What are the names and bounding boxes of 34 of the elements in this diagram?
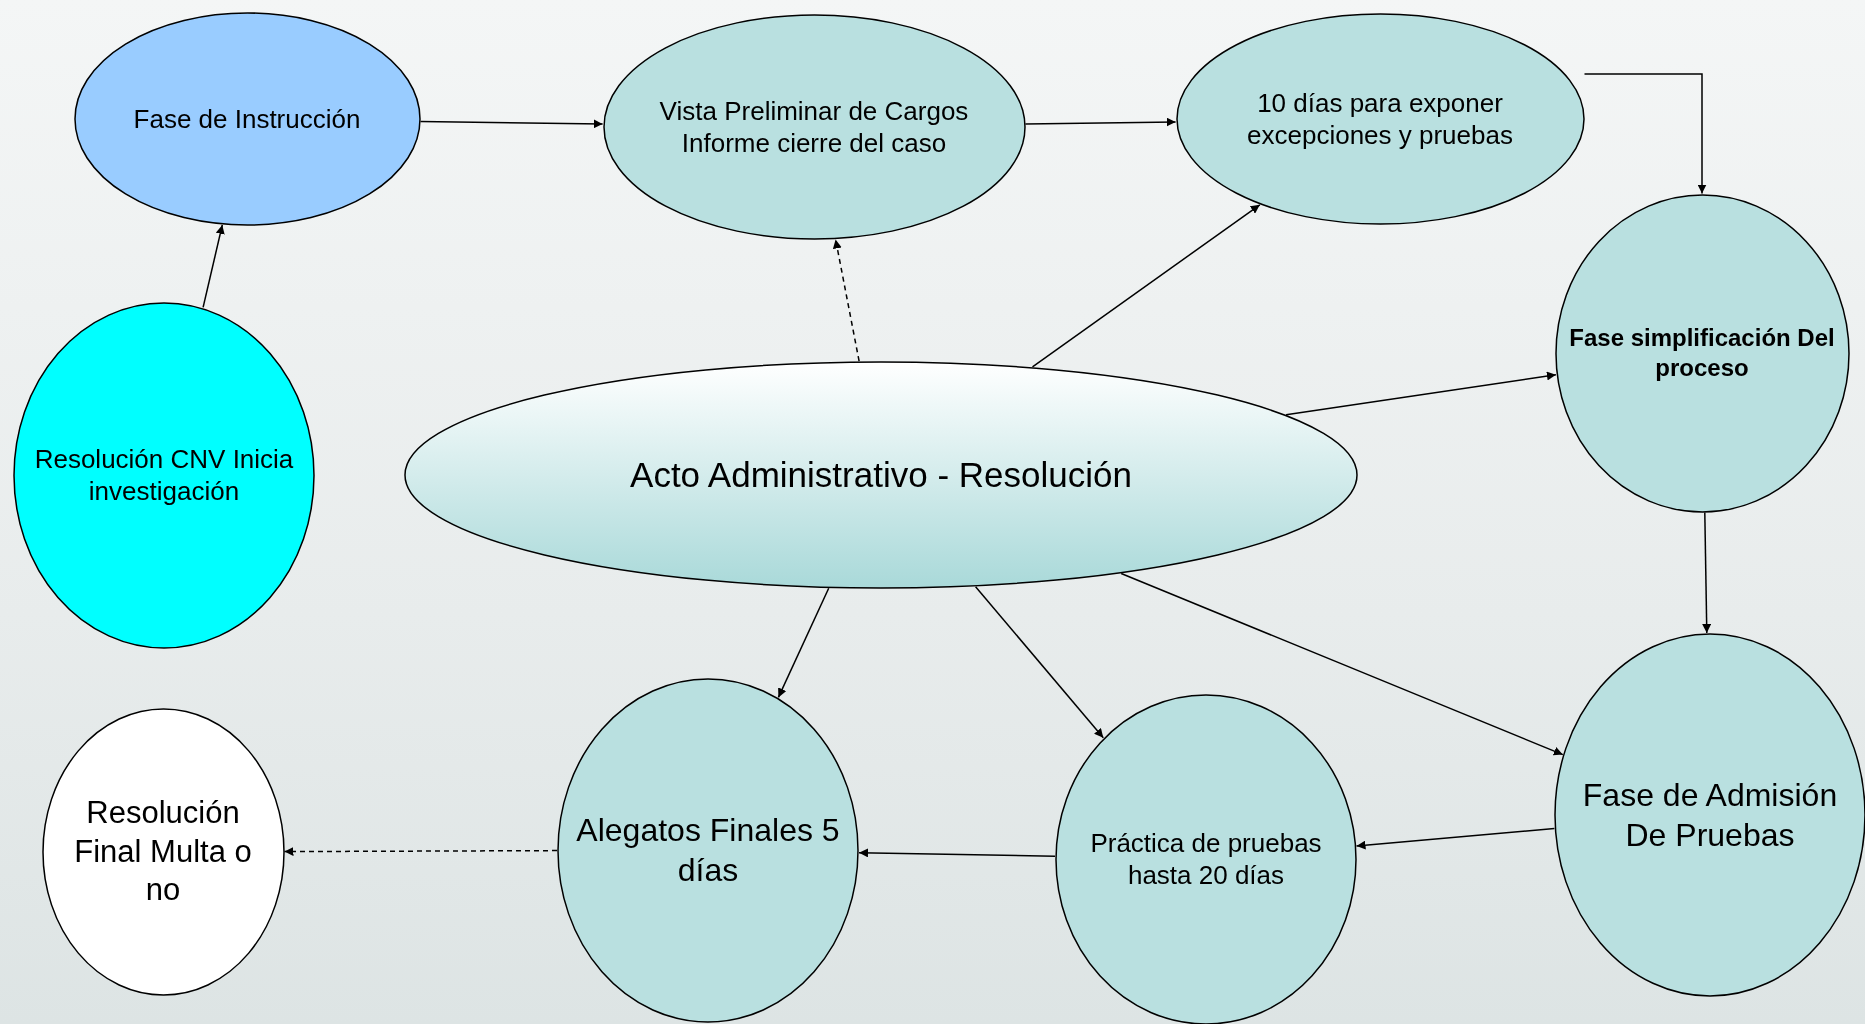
node-label: Fase de Instrucción (133, 102, 361, 136)
arrow (1583, 73, 1707, 195)
arrow (777, 587, 830, 699)
dashed-arrow (283, 847, 558, 857)
arrow (1355, 827, 1556, 850)
process-ellipse (404, 361, 1358, 589)
arrow (202, 224, 225, 309)
process-ellipse (602, 14, 1026, 240)
arrow (1120, 572, 1564, 756)
process-ellipse (13, 301, 315, 649)
process-ellipse (41, 708, 285, 996)
node-label: Fase de Admisión De Pruebas (1581, 776, 1839, 855)
arrow (858, 848, 1056, 858)
node-label: Resolución Final Multa o no (73, 793, 253, 910)
node-label: Acto Administrativo - Resolución (630, 454, 1132, 497)
process-ellipse (557, 677, 859, 1023)
arrow (1702, 511, 1712, 634)
dashed-arrow (832, 238, 860, 362)
arrow (1024, 117, 1177, 127)
node-label: Alegatos Finales 5 días (575, 811, 841, 890)
arrow (1031, 204, 1261, 368)
arrow (419, 119, 604, 129)
node-label: Vista Preliminar de Cargos (659, 94, 969, 127)
node-label: 10 días para exponer excepciones y pruebas (1246, 86, 1514, 152)
node-label: Práctica de pruebas hasta 20 días (1089, 826, 1323, 892)
process-ellipse (73, 12, 421, 226)
process-ellipse (1554, 193, 1850, 513)
process-ellipse (1175, 13, 1585, 225)
node-label: Informe cierre del caso (681, 127, 947, 160)
arrow (1285, 371, 1557, 416)
node-label: Fase simplificación Del proceso (1568, 323, 1836, 383)
arrow (974, 585, 1105, 739)
process-ellipse (1055, 693, 1357, 1024)
node-label: Resolución CNV Inicia investigación (33, 442, 295, 508)
